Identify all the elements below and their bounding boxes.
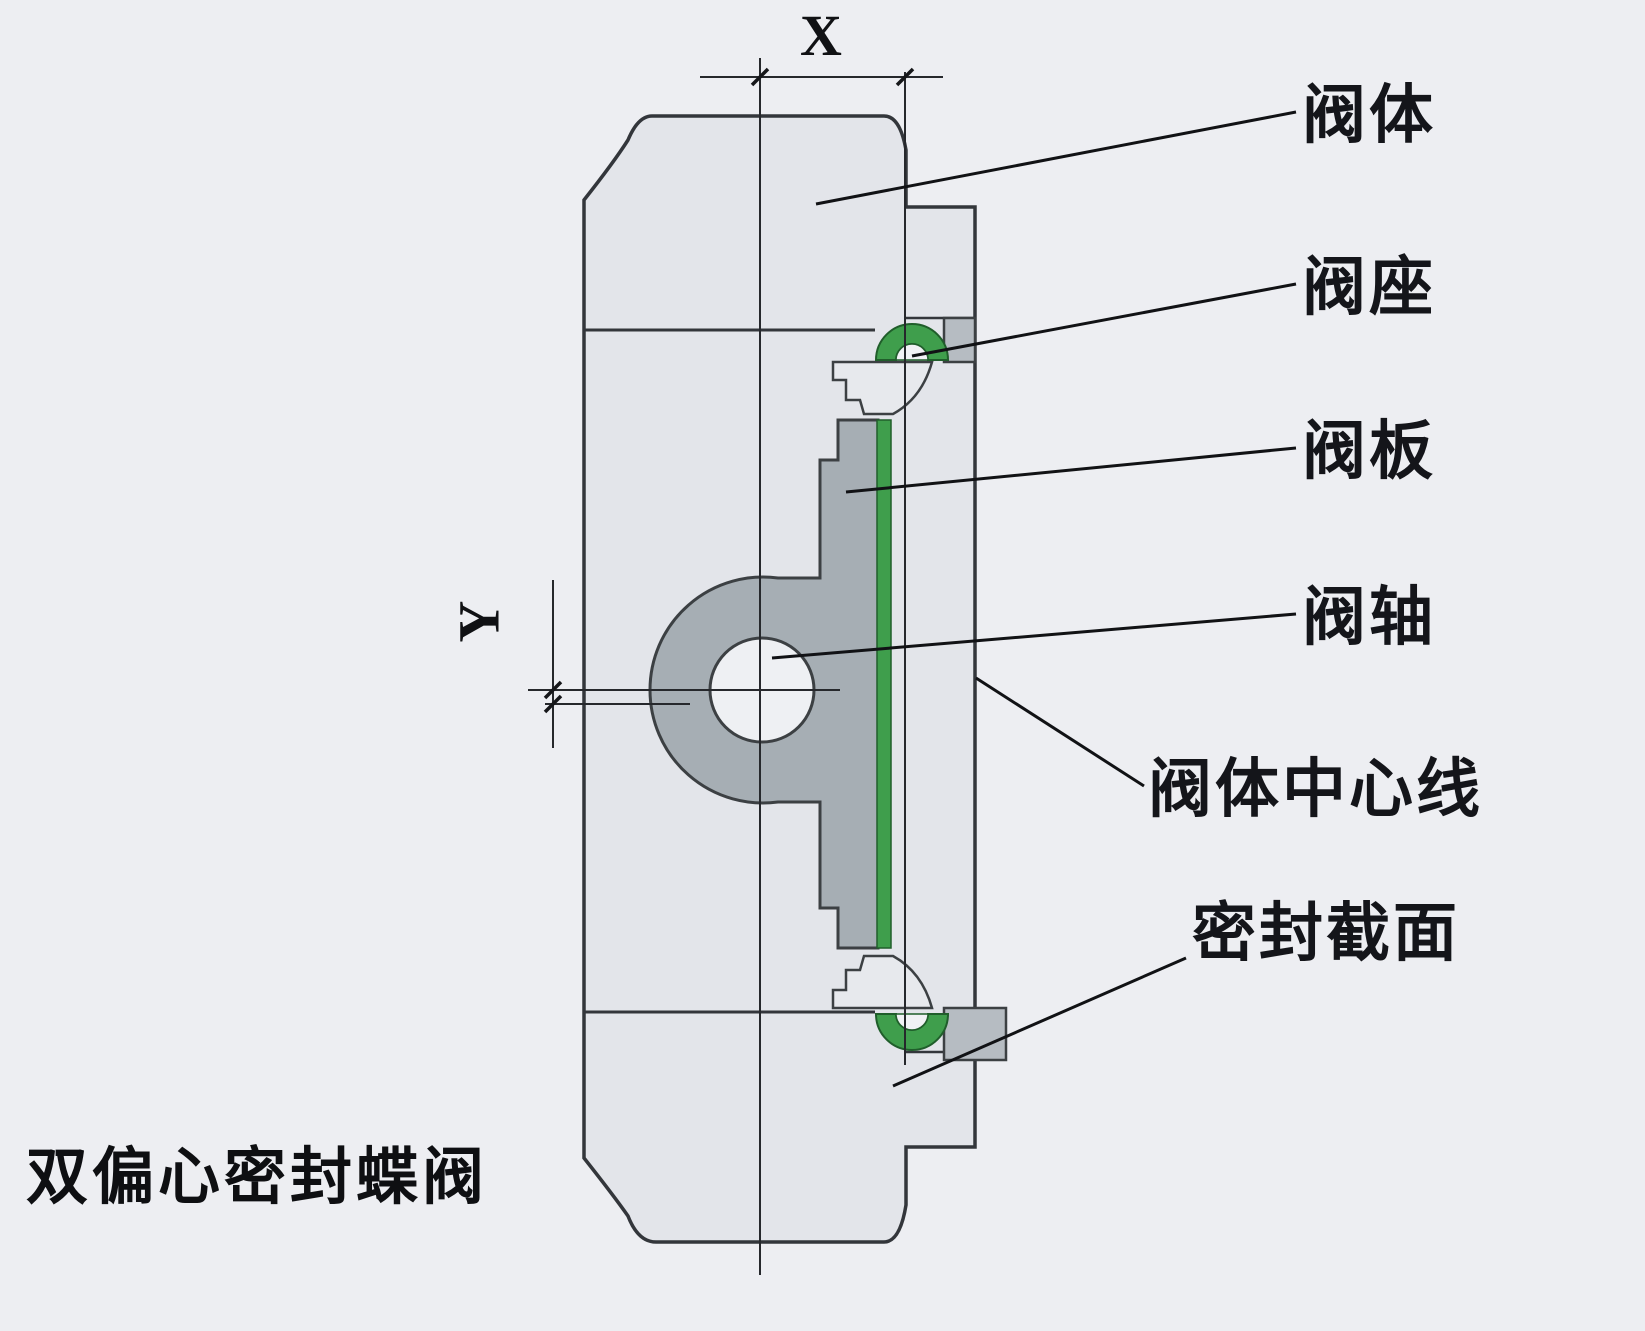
x-tick-right [895, 67, 915, 87]
leader-line-valve-seat [911, 282, 1297, 358]
seat-top-gray-block [942, 316, 977, 364]
label-valve-shaft: 阀轴 [1302, 582, 1436, 653]
label-sealing-section: 密封截面 [1192, 898, 1460, 969]
seat-bottom-gray-block [942, 1006, 1008, 1062]
x-tick-left [750, 67, 770, 87]
label-valve-plate: 阀板 [1302, 416, 1436, 487]
leader-line-body-centerline [975, 676, 1145, 788]
label-valve-body: 阀体 [1302, 80, 1436, 151]
x-dimension-label: X [800, 3, 842, 68]
y-tick-upper [543, 680, 563, 700]
plate-seal-strip [876, 419, 892, 949]
leader-line-valve-shaft [771, 612, 1297, 660]
leader-line-valve-plate [845, 446, 1297, 494]
y-tick-lower [543, 694, 563, 714]
leader-line-valve-body [815, 110, 1297, 206]
label-valve-seat: 阀座 [1302, 252, 1436, 323]
y-dimension-label: Y [446, 600, 512, 643]
label-body-centerline: 阀体中心线 [1148, 754, 1483, 825]
leader-line-sealing-section [892, 956, 1187, 1088]
diagram-title: 双偏心密封蝶阀 [26, 1143, 489, 1212]
